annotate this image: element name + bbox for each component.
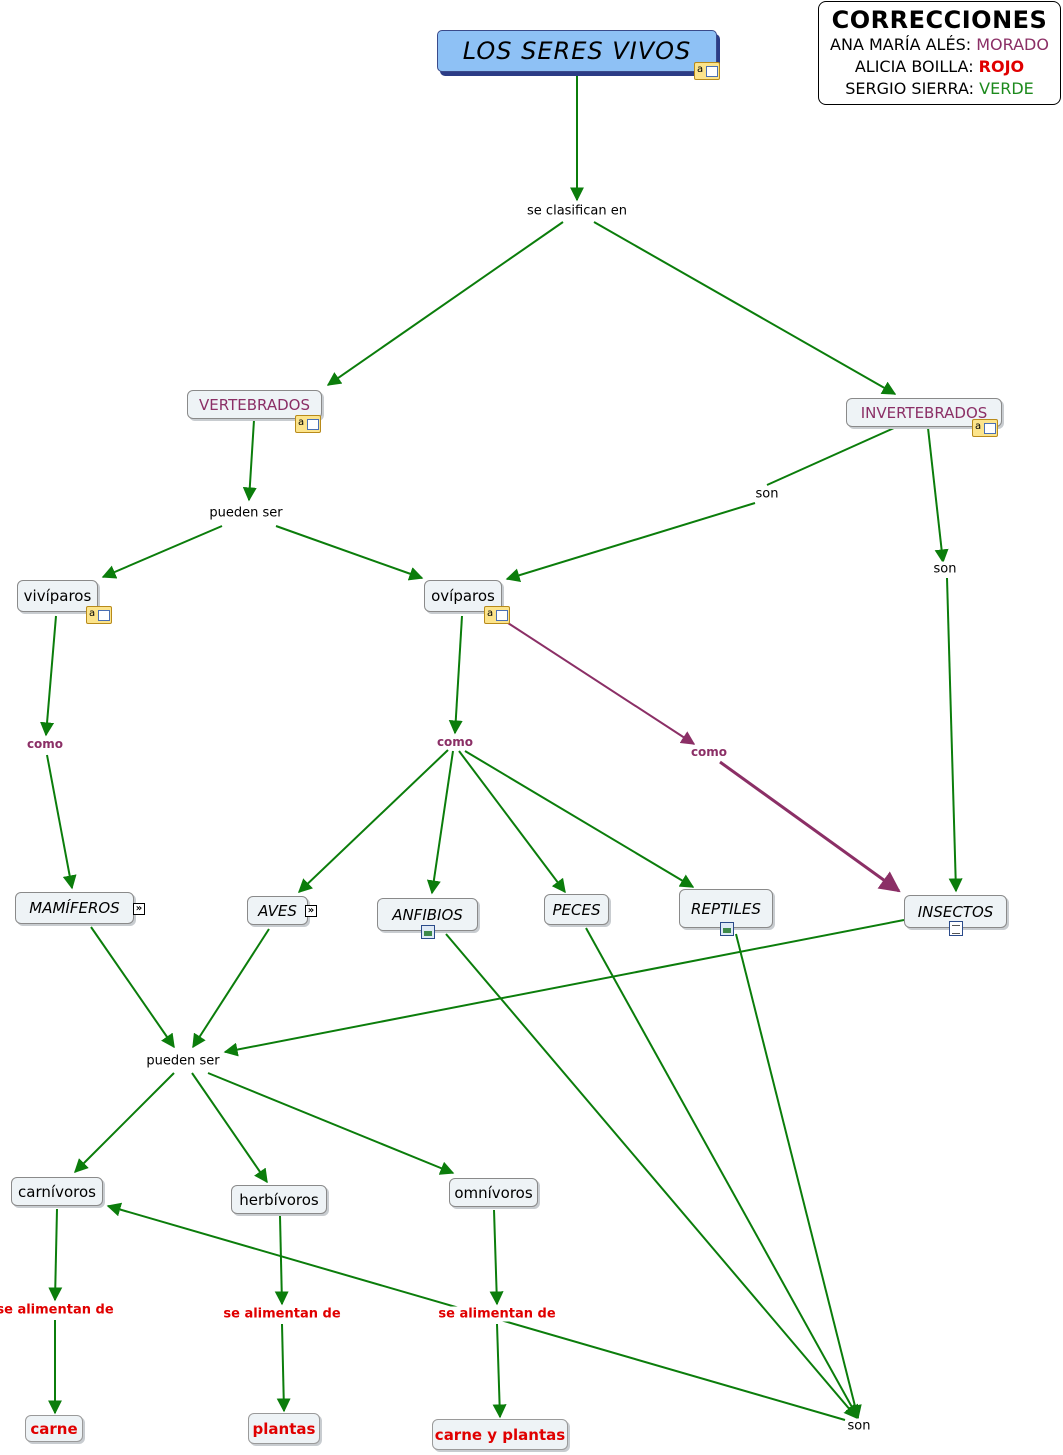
link-como-3[interactable]: como bbox=[688, 745, 730, 759]
concept-carnivoros[interactable]: carnívoros bbox=[11, 1177, 103, 1206]
connection-arrow bbox=[276, 1323, 291, 1413]
correction-color: ROJO bbox=[978, 57, 1025, 76]
corrections-title: CORRECCIONES bbox=[831, 6, 1048, 34]
annotation-note-icon[interactable]: a bbox=[694, 62, 720, 80]
connection-arrow bbox=[458, 750, 566, 894]
link-se-clasifican-en[interactable]: se clasifican en bbox=[525, 203, 629, 219]
link-se-alimentan-de-3[interactable]: se alimentan de bbox=[436, 1306, 558, 1322]
document-resource-icon[interactable] bbox=[949, 921, 963, 936]
connection-arrow bbox=[274, 1215, 289, 1306]
link-son-2[interactable]: son bbox=[931, 561, 959, 577]
concept-vertebrados[interactable]: VERTEBRADOS bbox=[187, 390, 322, 419]
connection-arrow bbox=[593, 221, 897, 395]
concept-plantas[interactable]: plantas bbox=[248, 1413, 320, 1444]
connection-arrow bbox=[90, 926, 175, 1049]
concept-omnivoros[interactable]: omnívoros bbox=[449, 1178, 538, 1207]
connection-arrow bbox=[207, 1072, 455, 1175]
concept-aves[interactable]: AVES bbox=[247, 896, 308, 925]
connection-arrow bbox=[326, 221, 564, 386]
correction-name: SERGIO SIERRA: bbox=[845, 79, 980, 98]
connection-arrow bbox=[719, 760, 901, 893]
concept-oviparos[interactable]: ovíparos bbox=[424, 580, 502, 612]
connection-arrow bbox=[927, 427, 949, 564]
connection-arrow bbox=[585, 927, 859, 1420]
connection-arrow bbox=[46, 754, 77, 890]
connection-arrow bbox=[101, 525, 223, 579]
link-pueden-ser-1[interactable]: pueden ser bbox=[207, 505, 285, 521]
link-como-2[interactable]: como bbox=[434, 735, 476, 749]
connection-arrow bbox=[192, 928, 270, 1049]
connection-arrow bbox=[946, 577, 963, 893]
connection-arrow bbox=[74, 1072, 175, 1173]
concept-insectos[interactable]: INSECTOS bbox=[904, 895, 1007, 928]
connection-arrow bbox=[489, 1209, 504, 1306]
connection-arrow bbox=[275, 525, 424, 581]
connection-arrow bbox=[242, 419, 257, 502]
concept-herbivoros[interactable]: herbívoros bbox=[231, 1185, 327, 1214]
link-se-alimentan-de-2[interactable]: se alimentan de bbox=[221, 1306, 343, 1322]
image-resource-icon[interactable] bbox=[720, 922, 734, 936]
connection-arrow bbox=[426, 750, 454, 895]
concept-link-icon[interactable]: » bbox=[133, 903, 145, 915]
connection-arrow bbox=[448, 615, 463, 735]
concept-peces[interactable]: PECES bbox=[544, 894, 609, 925]
link-se-alimentan-de-1[interactable]: se alimentan de bbox=[0, 1302, 116, 1318]
connection-arrow bbox=[40, 615, 57, 737]
correction-name: ALICIA BOILLA: bbox=[854, 57, 979, 76]
image-resource-icon[interactable] bbox=[421, 925, 435, 939]
concept-title[interactable]: LOS SERES VIVOS bbox=[437, 30, 717, 72]
concept-carne-y-plantas[interactable]: carne y plantas bbox=[432, 1419, 568, 1450]
connection-arrow bbox=[48, 1208, 63, 1302]
connection-arrow bbox=[464, 750, 695, 888]
correction-row-sergio: SERGIO SIERRA: VERDE bbox=[819, 78, 1060, 100]
annotation-note-icon[interactable]: a bbox=[484, 606, 510, 624]
connection-arrow bbox=[191, 1072, 268, 1184]
concept-mamiferos[interactable]: MAMÍFEROS bbox=[15, 892, 134, 924]
concept-reptiles[interactable]: REPTILES bbox=[679, 889, 773, 928]
correction-color: MORADO bbox=[976, 35, 1049, 54]
concept-invertebrados[interactable]: INVERTEBRADOS bbox=[846, 398, 1002, 427]
link-pueden-ser-2[interactable]: pueden ser bbox=[144, 1053, 222, 1069]
annotation-note-icon[interactable]: a bbox=[86, 606, 112, 624]
concept-viviparos[interactable]: vivíparos bbox=[17, 580, 98, 612]
link-como-1[interactable]: como bbox=[24, 737, 66, 751]
connection-arrow bbox=[766, 427, 895, 486]
correction-color: VERDE bbox=[979, 79, 1034, 98]
concept-carne[interactable]: carne bbox=[25, 1415, 83, 1442]
annotation-note-icon[interactable]: a bbox=[972, 419, 998, 437]
connection-arrow bbox=[492, 1323, 507, 1419]
corrections-legend: CORRECCIONES ANA MARÍA ALÉS: MORADO ALIC… bbox=[818, 1, 1061, 105]
connection-arrow bbox=[223, 919, 905, 1057]
connection-arrow bbox=[297, 749, 449, 893]
connection-arrow bbox=[735, 933, 862, 1420]
correction-name: ANA MARÍA ALÉS: bbox=[830, 35, 977, 54]
link-son-1[interactable]: son bbox=[753, 486, 781, 502]
concept-anfibios[interactable]: ANFIBIOS bbox=[377, 898, 478, 931]
connection-arrow bbox=[505, 502, 756, 583]
correction-row-alicia: ALICIA BOILLA: ROJO bbox=[819, 56, 1060, 78]
connection-arrow bbox=[507, 622, 696, 745]
link-son-3[interactable]: son bbox=[845, 1418, 873, 1434]
correction-row-ana: ANA MARÍA ALÉS: MORADO bbox=[819, 34, 1060, 56]
connection-arrow bbox=[445, 933, 858, 1420]
annotation-note-icon[interactable]: a bbox=[295, 415, 321, 433]
concept-link-icon[interactable]: » bbox=[305, 905, 317, 917]
